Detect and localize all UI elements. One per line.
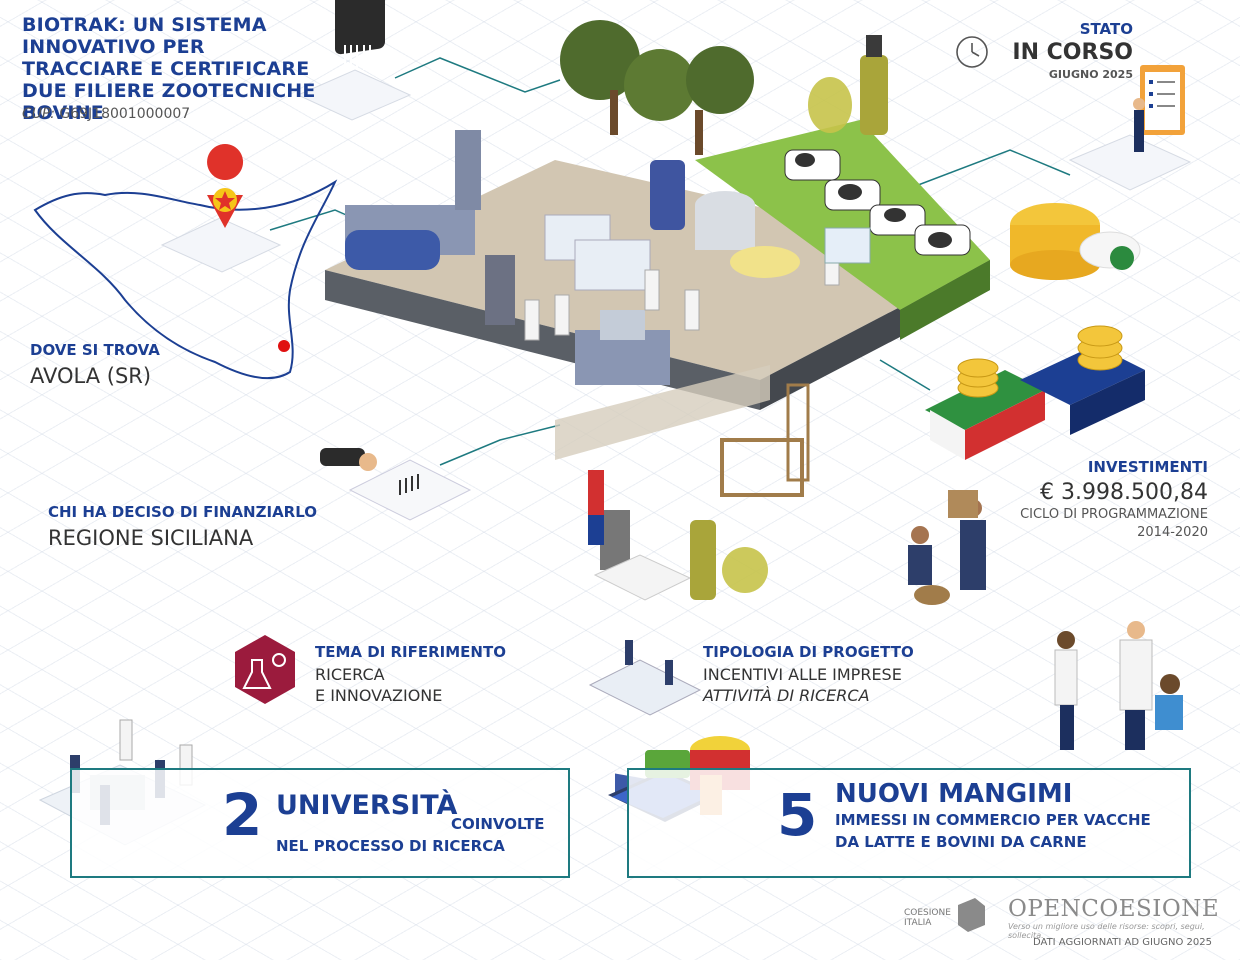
kpi-feeds-number: 5 (777, 781, 818, 849)
investment-cycle-years: 2014-2020 (1137, 525, 1208, 540)
avola-location-dot (278, 340, 290, 352)
flask-gear-icon (235, 635, 295, 704)
map-pin-star-icon (160, 144, 282, 273)
kpi-feeds-box (627, 768, 1191, 878)
kpi-feeds-word: NUOVI MANGIMI (835, 779, 1073, 809)
main-factory-farm-platform (325, 20, 990, 460)
project-type-label: TIPOLOGIA DI PROGETTO (703, 643, 914, 661)
theme-line2: E INNOVAZIONE (315, 686, 443, 705)
opencoesione-tagline: Verso un migliore uso delle risorse: sco… (1008, 922, 1205, 940)
cup-value: G69J18001000007 (59, 106, 191, 122)
barcode-card-icon (296, 0, 412, 121)
kpi-universities-suffix: COINVOLTE (451, 815, 545, 833)
project-type-line2: ATTIVITÀ DI RICERCA (703, 686, 870, 705)
data-updated-note: DATI AGGIORNATI AD GIUGNO 2025 (1032, 937, 1212, 948)
kpi-feeds-line1: IMMESSI IN COMMERCIO PER VACCHE (835, 811, 1151, 829)
euro-coins-icon (925, 325, 1145, 460)
investment-cycle: CICLO DI PROGRAMMAZIONE 2014-2020 (1020, 506, 1208, 542)
status-date: GIUGNO 2025 (1048, 68, 1133, 81)
kpi-feeds-line2: DA LATTE E BOVINI DA CARNE (835, 833, 1087, 851)
cup-code: CUP: G69J18001000007 (22, 106, 190, 122)
connector-funder (439, 424, 561, 466)
clipboard-checklist-icon (1068, 65, 1192, 191)
cup-label: CUP: (22, 106, 55, 122)
project-type-line1: INCENTIVI ALLE IMPRESE (703, 665, 902, 684)
farm-workers-group (908, 490, 986, 605)
investment-cycle-label: CICLO DI PROGRAMMAZIONE (1020, 507, 1208, 522)
cheese-icon (1010, 203, 1141, 280)
investment-value: € 3.998.500,84 (1040, 480, 1208, 505)
location-label: DOVE SI TROVA (30, 341, 160, 359)
connector-investment (879, 359, 931, 391)
clock-icon (956, 36, 988, 68)
kpi-universities-word: UNIVERSITÀ (276, 790, 458, 821)
opencoesione-logo-text[interactable]: OPENCOESIONE (1008, 896, 1220, 922)
sicily-map-outline (33, 179, 338, 380)
project-title: BIOTRAK: UN SISTEMA INNOVATIVO PER TRACC… (22, 14, 316, 124)
status-label: STATO (1079, 20, 1133, 38)
kpi-universities-line2: NEL PROCESSO DI RICERCA (276, 837, 505, 855)
location-value: AVOLA (SR) (30, 364, 152, 388)
investment-label: INVESTIMENTI (1087, 458, 1208, 476)
connector-title (394, 57, 561, 93)
theme-label: TEMA DI RIFERIMENTO (315, 643, 506, 661)
signature-document-icon (320, 448, 472, 521)
status-value: IN CORSO (1012, 40, 1133, 65)
kpi-universities-box (70, 768, 570, 878)
funder-label: CHI HA DECISO DI FINANZIARLO (48, 503, 318, 521)
coesione-italia-text: COESIONE ITALIA (904, 908, 951, 928)
scientists-group (1054, 621, 1183, 750)
kpi-universities-number: 2 (222, 781, 263, 849)
theme-line1: RICERCA (315, 665, 385, 684)
connector-status (904, 149, 1071, 191)
funder-value: REGIONE SICILIANA (48, 526, 254, 550)
microscope-lab-group (588, 383, 810, 601)
coesione-italia-logo (958, 898, 985, 932)
